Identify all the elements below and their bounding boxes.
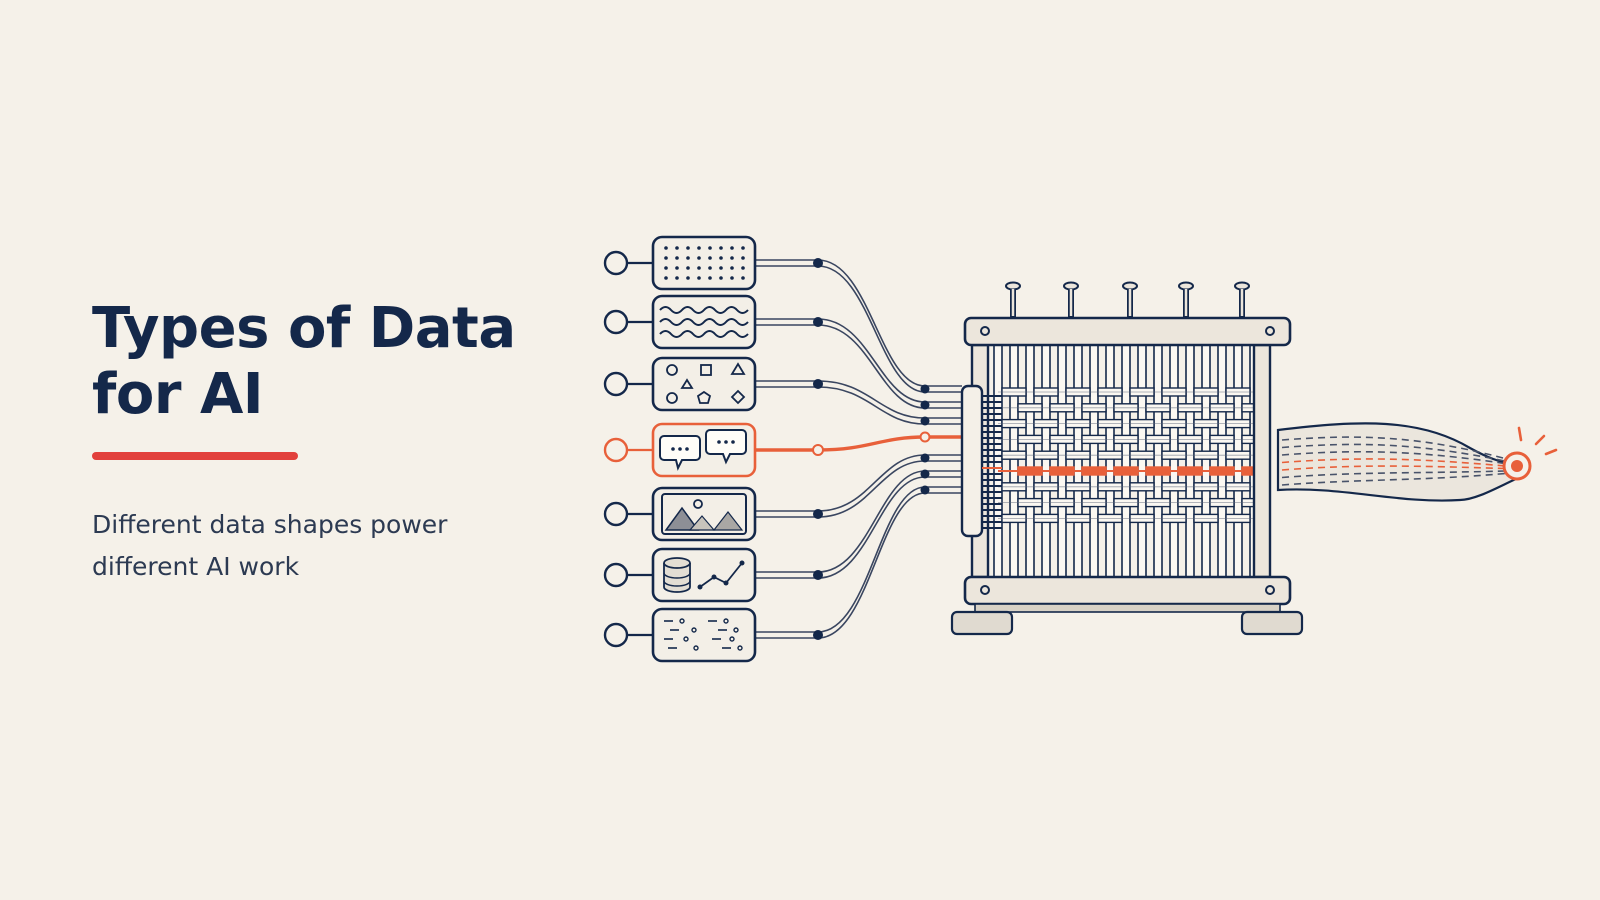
data-input-4 <box>603 422 757 478</box>
input-cable-3 <box>755 379 962 426</box>
slide-title-line-2: for AI <box>92 362 264 427</box>
data-input-2 <box>603 294 757 350</box>
slide-subtitle: Different data shapes power different AI… <box>92 504 512 588</box>
data-input-1 <box>603 235 757 291</box>
woven-output-ribbon <box>1276 422 1520 502</box>
input-cable-7 <box>755 485 962 640</box>
slide-title-line-1: Types of Data <box>92 296 516 361</box>
data-type-inputs <box>603 235 757 663</box>
output-node-icon <box>1502 426 1558 481</box>
input-cable-6 <box>755 469 962 580</box>
input-cable-2 <box>755 317 962 410</box>
data-card <box>651 356 757 412</box>
data-card <box>651 486 757 542</box>
chat-bubbles-icon <box>659 429 747 471</box>
input-port-icon <box>603 501 629 527</box>
input-cables <box>755 258 962 640</box>
wave-lines-icon <box>659 306 749 338</box>
loom-icon <box>950 281 1304 636</box>
loom-foot <box>950 610 1014 636</box>
scattered-shapes-icon <box>666 362 746 405</box>
input-port-icon <box>603 437 629 463</box>
loom-post <box>1252 343 1272 579</box>
slide-title: Types of Data for AI <box>92 296 552 428</box>
data-input-7 <box>603 607 757 663</box>
data-input-5 <box>603 486 757 542</box>
data-input-6 <box>603 547 757 603</box>
input-cable-1 <box>755 258 962 394</box>
loom-foot <box>1240 610 1304 636</box>
loom-top-beam <box>963 316 1292 347</box>
input-cable-4 <box>755 431 962 456</box>
data-card <box>651 235 757 291</box>
image-landscape-icon <box>661 493 747 535</box>
input-port-icon <box>603 562 629 588</box>
input-cable-5 <box>755 453 962 519</box>
woven-fabric <box>993 344 1267 578</box>
loom-bottom-beam <box>963 575 1292 606</box>
database-chart-icon <box>663 557 745 593</box>
dot-grid-icon <box>664 246 745 280</box>
input-port-icon <box>603 622 629 648</box>
data-input-3 <box>603 356 757 412</box>
title-accent-rule <box>92 452 298 460</box>
slide-subtitle-line-2: different AI work <box>92 552 300 581</box>
output-fabric <box>1276 422 1558 502</box>
input-port-icon <box>603 309 629 335</box>
loom-reed <box>960 384 984 538</box>
input-port-icon <box>603 250 629 276</box>
sequence-dashes-icon <box>664 618 743 651</box>
data-card <box>651 607 757 663</box>
input-port-icon <box>603 371 629 397</box>
slide-subtitle-line-1: Different data shapes power <box>92 510 448 539</box>
